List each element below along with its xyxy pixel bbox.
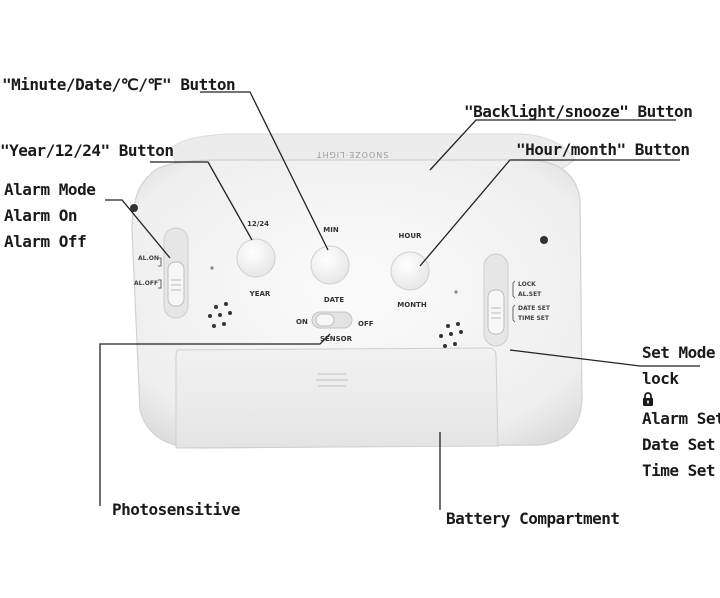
alarm-set-label: Alarm Set [642,409,720,428]
min-date-button[interactable] [310,245,350,285]
battery-door-grip [316,373,348,387]
sensor-on-label: ON [296,318,308,326]
lock-label: LOCK [518,281,536,288]
btn-hour-label: HOUR [399,232,422,240]
lock-icon [643,392,653,406]
top-snooze-label: SNOOZE·LIGHT [316,150,389,159]
hole-top-right [540,236,548,244]
time-set-label: TIME SET [518,315,550,322]
hole-small-right [454,290,458,294]
leader-set-mode [509,349,700,367]
hole-small-left [210,266,214,270]
time-set-label-callout: Time Set [642,461,716,480]
sensor-switch[interactable] [315,313,335,327]
sensor-off-label: OFF [358,320,374,328]
hour-callout: "Hour/month" Button [516,140,690,159]
leader-minute-date [200,91,329,251]
hour-month-button[interactable] [390,251,430,291]
speaker-grille-left [208,302,232,328]
set-mode-title: Set Mode [642,343,716,362]
alarm-off-label: Alarm Off [4,232,87,251]
sensor-label: SENSOR [320,335,353,343]
btn-min-label: MIN [323,226,339,234]
date-set-label-callout: Date Set [642,435,716,454]
leader-lines [99,91,700,510]
set-mode-slider[interactable] [487,289,505,335]
leader-alarm-mode [105,199,171,259]
battery-callout: Battery Compartment [446,509,620,528]
btn-1224-label: 12/24 [247,220,269,228]
lock-row: lock [642,366,720,406]
set-mode-callout: Set Mode lock Alarm Set Date Set Time Se… [642,340,720,484]
year-callout: "Year/12/24" Button [0,141,174,160]
btn-date-label: DATE [324,296,344,304]
alarm-mode-slider[interactable] [167,261,185,307]
date-set-label: DATE SET [518,305,551,312]
leader-year [150,161,253,241]
battery-door [175,347,499,449]
speaker-grille-right [439,322,463,348]
leader-hour [419,159,680,267]
al-set-label: AL.SET [518,291,542,298]
alarm-mode-callout: Alarm Mode Alarm On Alarm Off [4,177,96,255]
btn-year-label: YEAR [249,290,271,298]
backlight-callout: "Backlight/snooze" Button [464,102,693,121]
al-off-label: AL.OFF [134,280,158,287]
photosensitive-callout: Photosensitive [112,500,240,519]
al-on-label: AL.ON [138,255,159,262]
alarm-mode-title: Alarm Mode [4,180,96,199]
minute-date-callout: "Minute/Date/℃/℉" Button [2,75,236,94]
year-1224-button[interactable] [236,238,276,278]
alarm-on-label: Alarm On [4,206,78,225]
hole-top-left [130,204,138,212]
leader-photosensitive [99,333,331,506]
lock-text: lock [642,369,679,388]
leader-backlight [429,119,676,171]
btn-month-label: MONTH [397,301,427,309]
